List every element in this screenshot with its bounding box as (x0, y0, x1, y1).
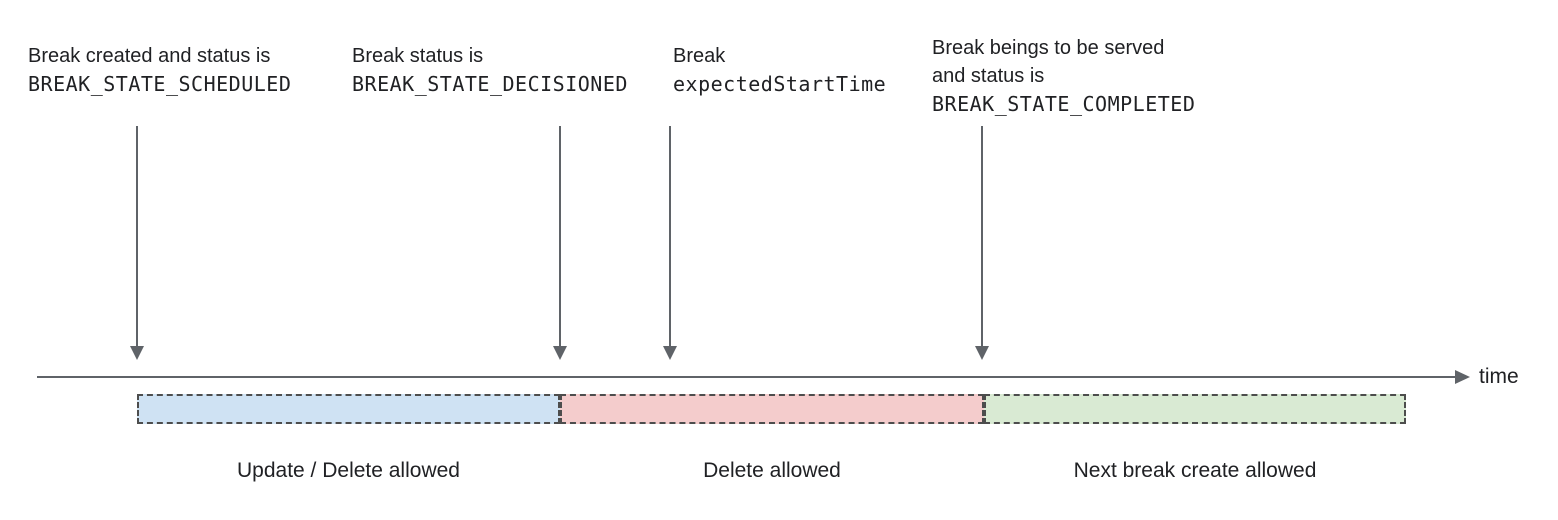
segment-caption: Delete allowed (703, 459, 841, 482)
time-axis-arrow (37, 370, 1470, 384)
annotation-code: BREAK_STATE_SCHEDULED (28, 72, 292, 96)
annotation-text: Break created and status is (28, 45, 271, 67)
annotation-text: and status is (932, 65, 1045, 87)
segment-next-break-create-allowed (984, 394, 1406, 424)
down-arrow-icon (130, 126, 144, 360)
down-arrow-icon (975, 126, 989, 360)
annotation-code: BREAK_STATE_DECISIONED (352, 72, 628, 96)
annotation-break-completed: Break beings to be served and status is … (932, 34, 1195, 118)
annotation-text: Break status is (352, 45, 484, 67)
segment-update-delete-allowed (137, 394, 560, 424)
annotation-text: Break beings to be served (932, 37, 1165, 59)
annotation-code: BREAK_STATE_COMPLETED (932, 92, 1196, 116)
segment-caption: Next break create allowed (1073, 459, 1317, 482)
time-axis-label: time (1479, 365, 1519, 388)
down-arrow-icon (663, 126, 677, 360)
down-arrow-icon (553, 126, 567, 360)
segment-caption: Update / Delete allowed (237, 459, 460, 482)
annotation-text: Break (673, 45, 726, 67)
annotation-break-decisioned: Break status is BREAK_STATE_DECISIONED (352, 42, 628, 98)
annotation-break-scheduled: Break created and status is BREAK_STATE_… (28, 42, 291, 98)
segment-delete-allowed (560, 394, 984, 424)
annotation-expected-start-time: Break expectedStartTime (673, 42, 886, 98)
annotation-code: expectedStartTime (673, 72, 887, 96)
